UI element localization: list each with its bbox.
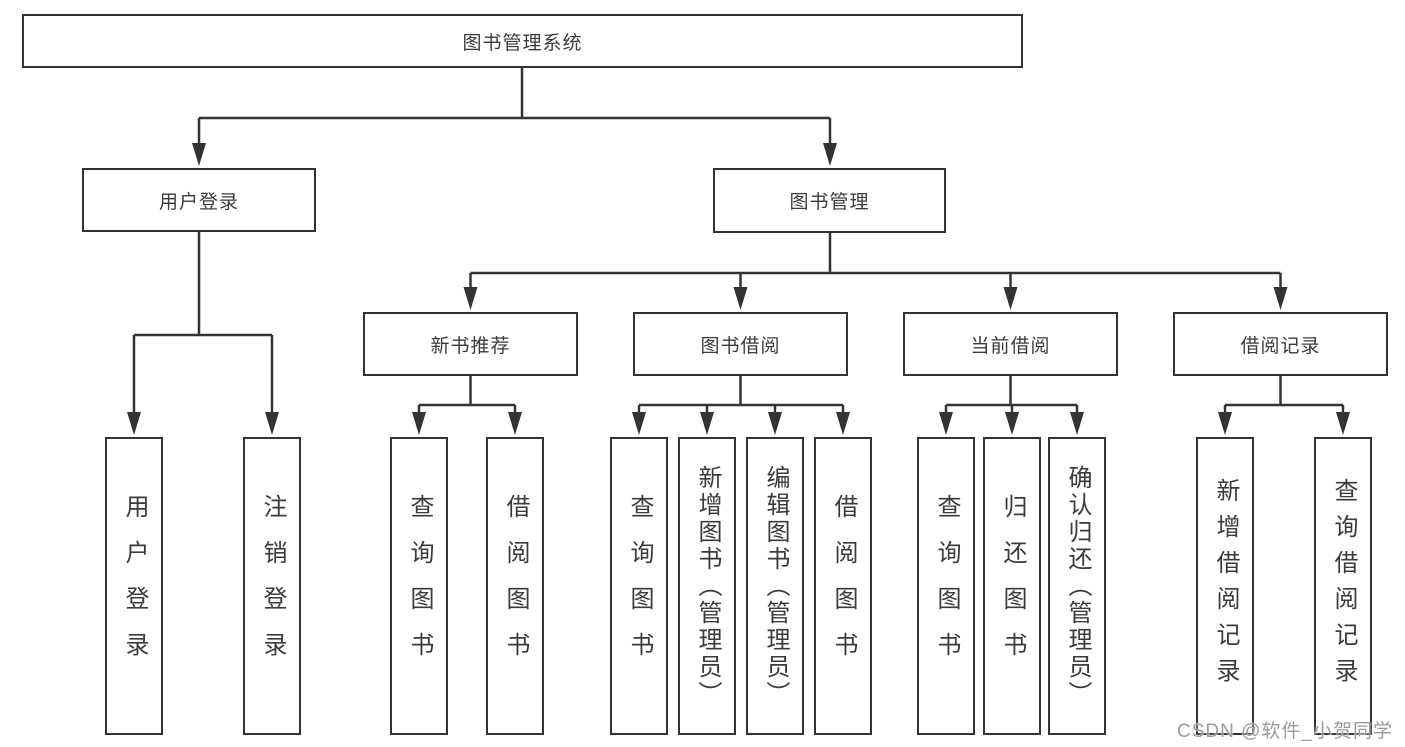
leaf-return-books: 归还图书 (983, 437, 1041, 735)
leaf-confirm-return-admin-label: 确认归还（管理员） (1064, 464, 1091, 708)
leaf-confirm-return-admin: 确认归还（管理员） (1048, 437, 1106, 735)
csdn-watermark: CSDN @软件_小贺同学 (1177, 721, 1393, 742)
leaf-edit-books-admin-label: 编辑图书（管理员） (762, 464, 789, 708)
leaf-recommend-borrow-books: 借阅图书 (486, 437, 544, 735)
leaf-recommend-query-books: 查询图书 (390, 437, 448, 735)
leaf-borrow-books: 借阅图书 (814, 437, 872, 735)
leaf-borrow-query-books-label: 查询图书 (626, 494, 653, 678)
leaf-add-books-admin-label: 新增图书（管理员） (694, 464, 721, 708)
leaf-add-books-admin: 新增图书（管理员） (678, 437, 736, 735)
leaf-borrow-query-books: 查询图书 (610, 437, 668, 735)
leaf-add-borrow-record: 新增借阅记录 (1196, 437, 1254, 735)
node-user-login-label: 用户登录 (158, 191, 239, 213)
node-new-book-recommendation: 新书推荐 (363, 312, 578, 376)
node-borrowing-records: 借阅记录 (1173, 312, 1388, 376)
node-borrowing-records-label: 借阅记录 (1240, 335, 1321, 357)
leaf-user-login-label: 用户登录 (121, 494, 148, 678)
leaf-recommend-borrow-books-label: 借阅图书 (502, 494, 529, 678)
leaf-logout: 注销登录 (243, 437, 301, 735)
node-current-borrowing-label: 当前借阅 (970, 335, 1051, 357)
node-book-borrowing: 图书借阅 (633, 312, 848, 376)
leaf-return-books-label: 归还图书 (999, 494, 1026, 678)
node-current-borrowing: 当前借阅 (903, 312, 1118, 376)
node-book-management-label: 图书管理 (789, 192, 870, 213)
connector-stems (132, 68, 1345, 413)
node-book-management: 图书管理 (713, 168, 946, 233)
node-user-login: 用户登录 (82, 168, 316, 232)
leaf-query-borrow-record: 查询借阅记录 (1314, 437, 1372, 735)
leaf-borrow-books-label: 借阅图书 (830, 494, 857, 678)
leaf-current-query-books-label: 查询图书 (933, 494, 960, 678)
leaf-user-login: 用户登录 (105, 437, 163, 735)
leaf-recommend-query-books-label: 查询图书 (406, 494, 433, 678)
node-library-management-system: 图书管理系统 (22, 14, 1023, 68)
node-library-management-system-label: 图书管理系统 (462, 32, 583, 54)
arrowheads (127, 143, 1350, 435)
leaf-current-query-books: 查询图书 (917, 437, 975, 735)
leaf-edit-books-admin: 编辑图书（管理员） (746, 437, 804, 735)
leaf-logout-label: 注销登录 (259, 494, 286, 678)
leaf-query-borrow-record-label: 查询借阅记录 (1330, 478, 1357, 694)
node-new-book-recommendation-label: 新书推荐 (430, 335, 511, 357)
leaf-add-borrow-record-label: 新增借阅记录 (1212, 478, 1239, 694)
node-book-borrowing-label: 图书借阅 (700, 335, 781, 357)
